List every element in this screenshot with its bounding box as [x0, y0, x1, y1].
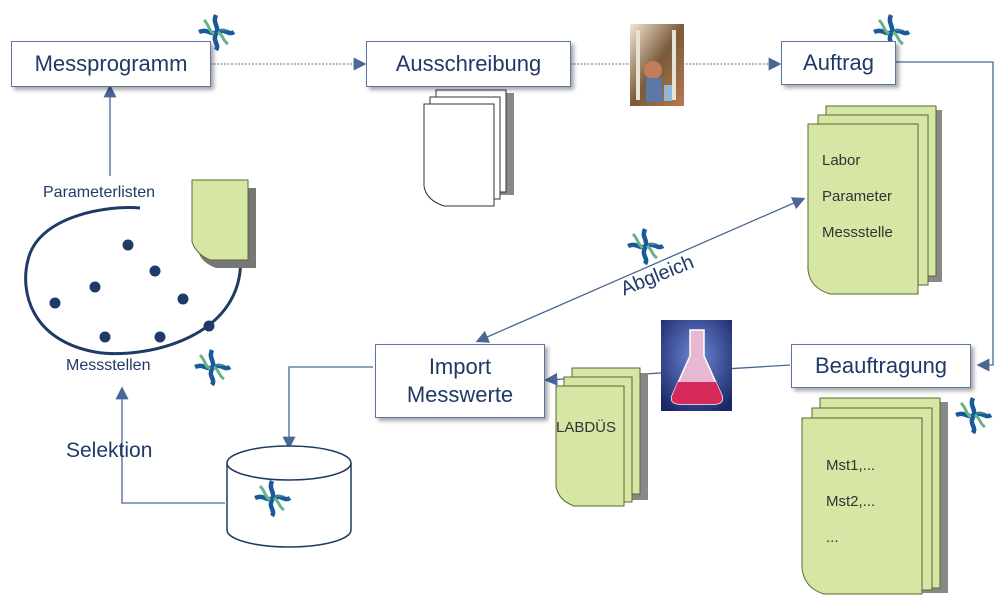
beauftragung-doc-line: Mst2,...	[826, 493, 876, 510]
auftrag-doc-line: Labor	[822, 152, 861, 169]
flask-photo	[661, 320, 732, 411]
labdus-label: LABDÜS	[556, 419, 617, 436]
messprogramm-label: Messprogramm	[34, 51, 188, 76]
import-label: Import	[428, 354, 492, 379]
auftrag-doc-line: Parameter	[822, 188, 893, 205]
messwerte-label: Messwerte	[406, 382, 514, 407]
arrow-database-messstellen	[115, 386, 225, 504]
parameterlisten-document	[191, 179, 256, 268]
watertrans-logo-icon	[628, 229, 663, 264]
parameterlisten-label: Parameterlisten	[43, 184, 156, 201]
lab-photo	[630, 24, 684, 106]
ausschreibung-label: Ausschreibung	[395, 51, 542, 76]
ausschreibung-box[interactable]: Ausschreibung	[366, 41, 571, 87]
labdus-document-stack	[555, 367, 648, 507]
beauftragung-box[interactable]: Beauftragung	[791, 344, 971, 388]
watertrans-logo-icon	[956, 398, 991, 433]
watertrans-logo-icon	[195, 350, 230, 385]
beauftragung-label: Beauftragung	[814, 353, 948, 378]
database-cylinder	[226, 445, 352, 548]
messprogramm-box[interactable]: Messprogramm	[11, 41, 211, 87]
messstellen-ellipse	[24, 206, 243, 356]
beauftragung-document-stack	[801, 397, 948, 595]
ausschreibung-document-stack	[423, 89, 514, 207]
auftrag-document-text: Labor Parameter Messstelle	[822, 143, 893, 251]
beauftragung-doc-line: Mst1,...	[826, 457, 876, 474]
arrow-import-database	[282, 366, 373, 450]
auftrag-doc-line: Messstelle	[822, 224, 893, 241]
arrow-abgleich	[475, 197, 806, 343]
auftrag-document-stack	[807, 105, 942, 295]
selektion-label: Selektion	[66, 439, 153, 462]
auftrag-box[interactable]: Auftrag	[781, 41, 896, 85]
arrow-auftrag-beauftragung	[895, 61, 994, 372]
import-messwerte-box[interactable]: Import Messwerte	[375, 344, 545, 418]
beauftragung-document-text: Mst1,... Mst2,... ...	[826, 448, 875, 556]
auftrag-label: Auftrag	[803, 50, 874, 75]
beauftragung-doc-line: ...	[826, 529, 839, 546]
messstellen-label: Messstellen	[66, 357, 151, 374]
